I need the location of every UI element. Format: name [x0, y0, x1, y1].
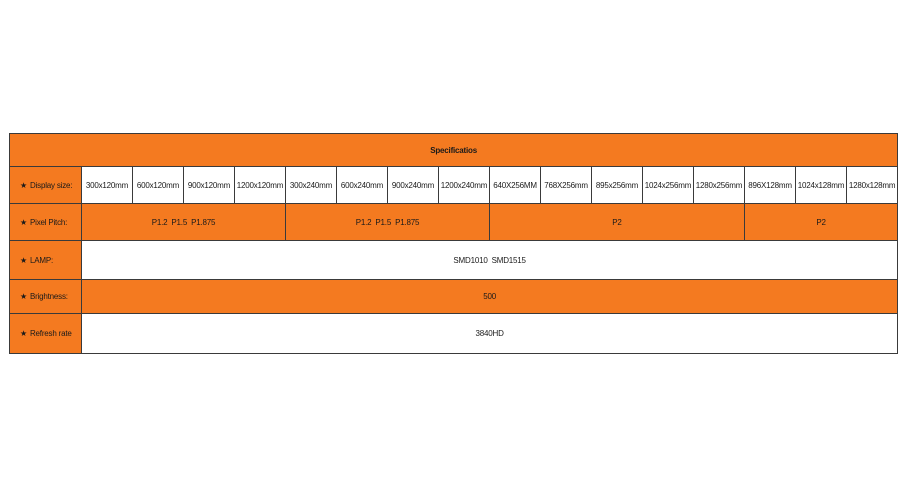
star-icon: ★ [20, 329, 27, 338]
display-size-cell: 1200x240mm [438, 166, 490, 204]
display-size-cell: 300x240mm [285, 166, 337, 204]
display-size-cell: 1280x256mm [693, 166, 745, 204]
display-size-cell: 1024x256mm [642, 166, 694, 204]
display-size-cell: 1280x128mm [845, 166, 899, 204]
display-size-cell: 895x256mm [591, 166, 643, 204]
pixel-pitch-cell: P2 [743, 203, 899, 241]
display-size-cell: 1200x120mm [234, 166, 286, 204]
pixel-pitch-cell: P1.2 P1.5 P1.875 [285, 203, 490, 241]
row-label-display-size: ★Display size: [9, 166, 82, 204]
display-size-cell: 768X256mm [540, 166, 592, 204]
display-size-cell: 900x120mm [183, 166, 235, 204]
table-row-pixel-pitch: ★Pixel Pitch: P1.2 P1.5 P1.875 P1.2 P1.5… [9, 203, 899, 241]
row-label-refresh-rate: ★Refresh rate [9, 313, 82, 354]
specifications-table: Specificatios ★Display size: 300x120mm 6… [8, 133, 899, 354]
star-icon: ★ [20, 255, 27, 265]
star-icon: ★ [20, 180, 27, 190]
row-label-pixel-pitch: ★Pixel Pitch: [9, 203, 82, 241]
display-size-cell: 1024x128mm [795, 166, 847, 204]
display-size-cell: 640X256MM [489, 166, 541, 204]
display-size-cell: 900x240mm [387, 166, 439, 204]
star-icon: ★ [20, 292, 27, 301]
table-title: Specificatios [8, 133, 899, 167]
display-size-cell: 300x120mm [81, 166, 133, 204]
star-icon: ★ [20, 217, 27, 227]
table-row-display-size: ★Display size: 300x120mm 600x120mm 900x1… [9, 166, 899, 204]
refresh-rate-value: 3840HD [80, 313, 899, 354]
table-row-brightness: ★Brightness: 500 [9, 279, 899, 314]
display-size-cell: 600x120mm [132, 166, 184, 204]
pixel-pitch-cell: P1.2 P1.5 P1.875 [81, 203, 286, 241]
table-row-lamp: ★LAMP: SMD1010 SMD1515 [9, 240, 899, 280]
lamp-value: SMD1010 SMD1515 [80, 240, 899, 280]
brightness-value: 500 [80, 279, 899, 314]
row-label-brightness: ★Brightness: [9, 279, 82, 314]
pixel-pitch-cell: P2 [489, 203, 745, 241]
row-label-lamp: ★LAMP: [9, 240, 82, 280]
display-size-cell: 896X128mm [744, 166, 796, 204]
display-size-cell: 600x240mm [336, 166, 388, 204]
table-row-refresh-rate: ★Refresh rate 3840HD [9, 313, 899, 354]
